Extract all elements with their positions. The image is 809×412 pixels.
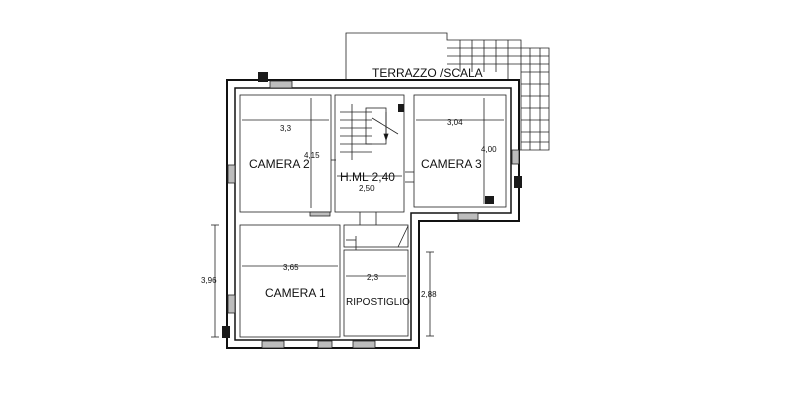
label-hall: H.ML 2,40 — [340, 170, 395, 184]
dim-camera1-width: 3,65 — [283, 263, 299, 272]
dimension-lines — [211, 98, 504, 338]
dim-hall-width: 2,50 — [359, 184, 375, 193]
terrace-outline — [345, 32, 550, 151]
label-camera-1: CAMERA 1 — [265, 286, 326, 300]
dim-camera3-height: 4,00 — [481, 145, 497, 154]
dim-camera3-width: 3,04 — [447, 118, 463, 127]
outer-walls — [226, 79, 520, 349]
corner-markers — [222, 72, 522, 338]
label-camera-2: CAMERA 2 — [249, 157, 310, 171]
windows — [227, 80, 520, 349]
label-storage: RIPOSTIGLIO — [346, 297, 410, 308]
dim-storage-width: 2,3 — [367, 273, 379, 282]
internal-stair — [340, 104, 399, 160]
dim-camera2-width: 3,3 — [280, 124, 292, 133]
label-camera-3: CAMERA 3 — [421, 157, 482, 171]
dim-camera1-height: 3,96 — [201, 276, 217, 285]
label-terrace: TERRAZZO /SCALA — [372, 66, 483, 80]
doors — [331, 159, 414, 250]
dim-camera2-height: 4,15 — [304, 151, 320, 160]
dim-storage-height: 2,88 — [421, 290, 437, 299]
